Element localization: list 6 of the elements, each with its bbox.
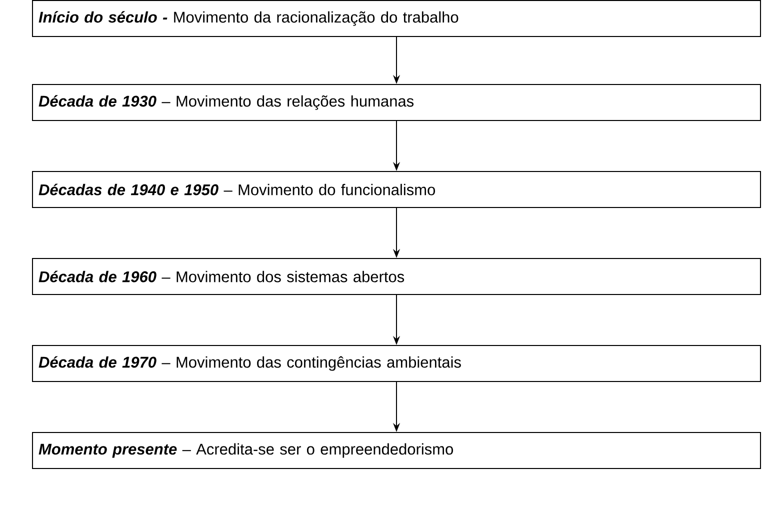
stage-box: Década de 1970 – Movimento das contingências ambientais bbox=[32, 345, 761, 382]
stage-box: Décadas de 1940 e 1950 – Movimento do funcionalismo bbox=[32, 171, 761, 208]
stage-box: Década de 1930 – Movimento das relações humanas bbox=[32, 84, 761, 121]
stage-box: Momento presente – Acredita-se ser o empreendedorismo bbox=[32, 432, 761, 469]
stage-box: Década de 1960 – Movimento dos sistemas abertos bbox=[32, 258, 761, 295]
stage-box: Início do século - Movimento da racionalização do trabalho bbox=[32, 0, 761, 37]
